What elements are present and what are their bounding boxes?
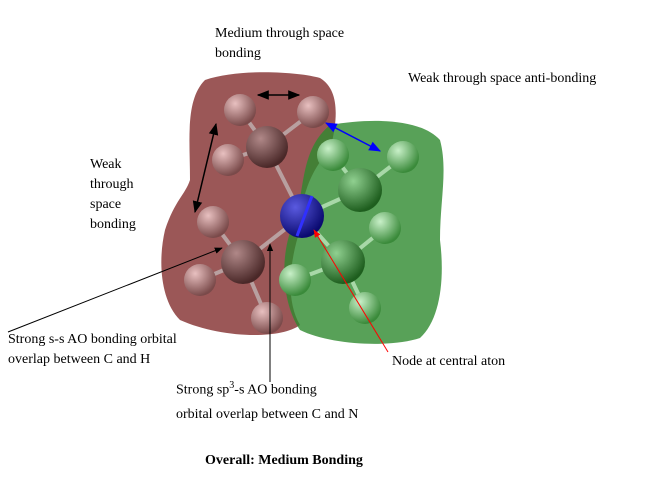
negative-orbital-lobe	[284, 120, 444, 344]
label-line: bonding	[215, 46, 261, 61]
anti-bonding-arrow	[324, 122, 382, 152]
label-line: through	[90, 177, 134, 192]
strong-sp3-label: Strong sp3-s AO bonding orbital overlap …	[176, 374, 358, 427]
label-line: Strong sp3-s AO bonding	[176, 374, 358, 403]
label-line: bonding	[90, 217, 136, 232]
node-label: Node at central aton	[392, 354, 506, 369]
ss-overlap-arrow	[7, 247, 223, 333]
nodal-plane	[295, 195, 314, 237]
weak-through-space-label: Weak through space bonding	[90, 155, 136, 235]
medium-through-space-label: Medium through space bonding	[215, 24, 344, 64]
weak-anti-bonding-label: Weak through space anti-bonding	[408, 71, 597, 86]
label-text: -s AO bonding	[234, 382, 317, 398]
nitrogen-atom	[280, 194, 324, 238]
superscript: 3	[229, 380, 235, 391]
label-text: Strong sp	[176, 382, 230, 398]
red-atoms	[184, 94, 329, 334]
label-line: space	[90, 197, 122, 212]
label-line: overlap between C and H	[8, 352, 151, 367]
label-line: Medium through space	[215, 26, 345, 41]
label-line: Strong s-s AO bonding orbital	[8, 332, 177, 347]
overall-label: Overall: Medium Bonding	[205, 453, 363, 468]
label-line: orbital overlap between C and N	[176, 406, 359, 422]
node-arrow	[313, 229, 389, 353]
weak-bonding-arrow	[192, 122, 219, 214]
label-line: Weak	[90, 157, 122, 172]
green-atoms	[279, 139, 419, 324]
strong-ss-label: Strong s-s AO bonding orbital overlap be…	[8, 330, 177, 370]
